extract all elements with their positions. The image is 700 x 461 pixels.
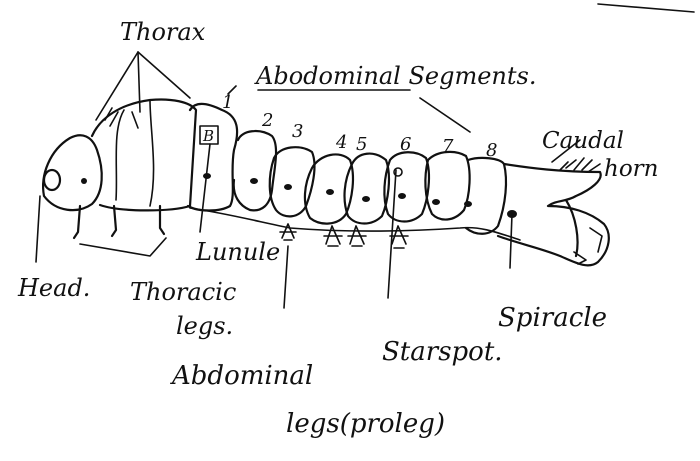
segment-3-spot: [284, 184, 292, 190]
segment-number-8: 8: [486, 140, 497, 161]
lunule-leader: [200, 144, 210, 232]
head-spot: [81, 178, 87, 184]
segment-8-outline: [466, 158, 506, 234]
proleg-3: [348, 226, 366, 246]
thorax-fold-2: [150, 100, 154, 206]
thorax-fold-1: [116, 110, 124, 200]
segment-number-7: 7: [442, 136, 454, 157]
label-thorax: Thorax: [120, 18, 206, 46]
segment-6-outline: [384, 152, 429, 221]
thorax-leader-3: [138, 52, 190, 98]
label-caudal-horn-1: Caudal: [542, 128, 624, 154]
label-abdominal-legs-1: Abdominal: [170, 361, 313, 391]
label-head: Head.: [17, 274, 90, 302]
segment-number-2: 2: [261, 110, 273, 131]
segment-6-spot: [398, 193, 406, 199]
thoracic-legs-bracket: [80, 238, 166, 256]
segment-7-spot-a: [432, 199, 440, 205]
label-thoracic-legs-2: legs.: [176, 312, 233, 340]
label-abdominal-legs-2: legs(proleg): [286, 409, 445, 439]
segment-2-spot: [250, 178, 258, 184]
segment-number-3: 3: [292, 121, 303, 142]
larva-body: [43, 99, 609, 265]
head-leg-line: [36, 196, 40, 262]
segment-7-outline: [425, 152, 469, 220]
head-eye: [44, 170, 60, 190]
label-thoracic-legs-1: Thoracic: [130, 278, 236, 306]
tail-tip: [590, 228, 602, 252]
label-caudal-horn-2: horn: [604, 156, 658, 182]
proleg-2: [324, 226, 342, 246]
thorax-crease-2: [132, 112, 138, 128]
segment-numbers: 1 2 3 4 5 6 7 8: [222, 92, 497, 161]
spiracle-leader: [510, 214, 512, 268]
label-lunule: Lunule: [195, 238, 280, 266]
segment-4-spot: [326, 189, 334, 195]
stray-ink-stroke: [598, 4, 694, 12]
label-abdominal-segments: Abodominal Segments.: [254, 62, 536, 90]
segment-number-5: 5: [356, 134, 367, 155]
label-spiracle: Spiracle: [498, 303, 607, 333]
segment-number-4: 4: [335, 132, 347, 153]
segment-5-spot: [362, 196, 370, 202]
labels: Thorax Abodominal Segments. Caudal horn …: [17, 18, 658, 439]
head-outline: [43, 135, 102, 210]
segment-2-outline: [234, 131, 276, 210]
segment-number-6: 6: [400, 134, 411, 155]
segment-5-outline: [345, 154, 389, 224]
label-star-spot: Starspot.: [382, 337, 503, 367]
thoracic-leg-2: [112, 206, 116, 236]
abdominal-legs-leader: [284, 246, 288, 308]
segment-7-spot-b: [464, 201, 472, 207]
segment-number-1: 1: [222, 92, 233, 113]
segments-leader: [420, 98, 470, 132]
lunule-mark: B: [202, 127, 214, 145]
